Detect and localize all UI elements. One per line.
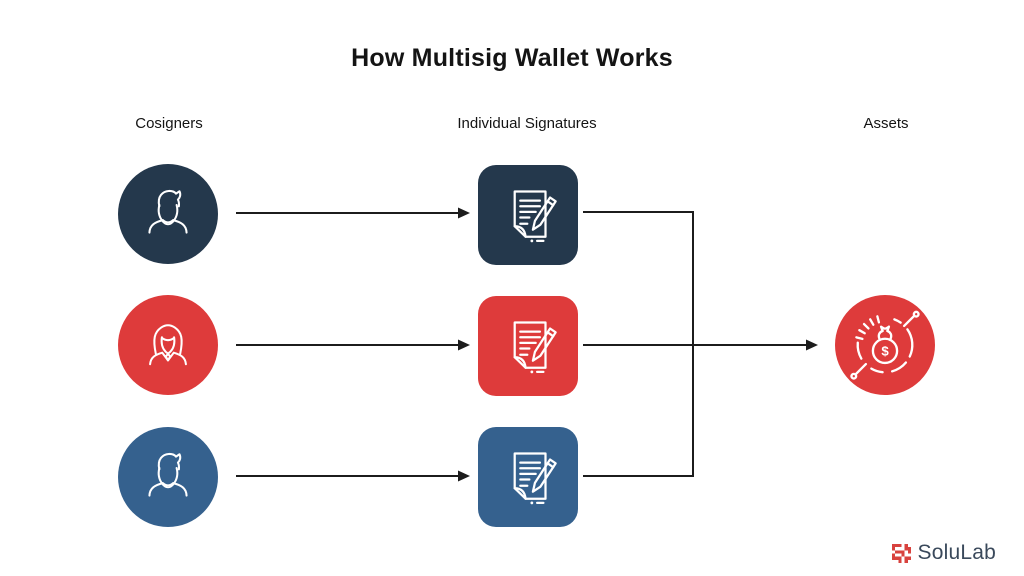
arrowhead (458, 470, 470, 482)
male-user-icon (136, 445, 200, 509)
solulab-logo-mark-icon (891, 543, 911, 563)
cosigner-2-avatar (118, 295, 218, 395)
arrowhead (458, 339, 470, 351)
brand-name: SoluLab (917, 541, 996, 564)
column-label-cosigners: Cosigners (135, 115, 203, 132)
signature-merge-bracket (583, 211, 694, 477)
arrowhead (806, 339, 818, 351)
signed-document-icon (493, 180, 563, 250)
cosigner-3-avatar (118, 427, 218, 527)
signed-document-icon (493, 311, 563, 381)
assets-node (835, 295, 935, 395)
female-user-icon (136, 313, 200, 377)
male-user-icon (136, 182, 200, 246)
column-label-assets: Assets (863, 115, 909, 132)
page-title: How Multisig Wallet Works (351, 44, 673, 72)
cosigner-1-avatar (118, 164, 218, 264)
column-label-individual-signatures: Individual Signatures (457, 115, 597, 132)
solulab-logo: SoluLab (891, 538, 996, 568)
signature-tile-2 (478, 296, 578, 396)
signature-tile-3 (478, 427, 578, 527)
money-bag-icon (846, 306, 924, 384)
signature-tile-1 (478, 165, 578, 265)
arrowhead (458, 207, 470, 219)
signed-document-icon (493, 442, 563, 512)
